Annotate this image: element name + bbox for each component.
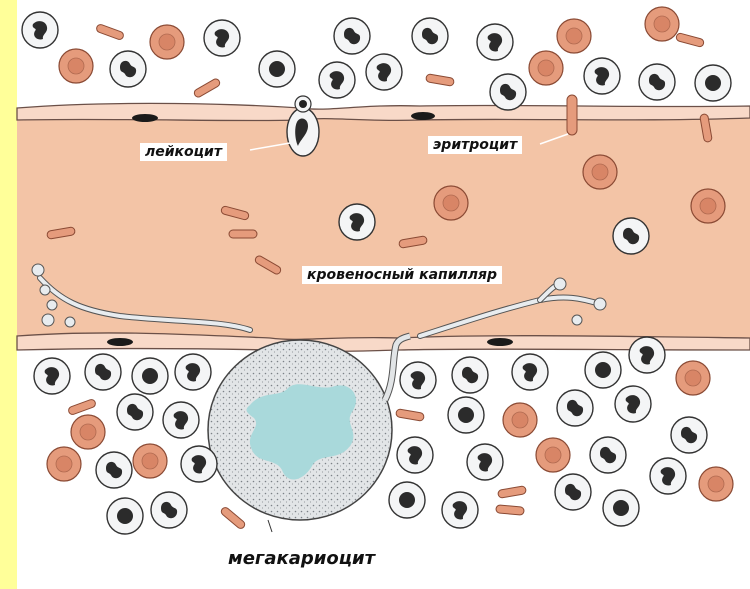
erythrocyte-cell	[691, 189, 725, 223]
leukocyte-cell	[613, 218, 649, 254]
endothelial-nucleus	[107, 338, 133, 346]
capillary-label: кровеносный капилляр	[302, 266, 502, 284]
endothelial-nucleus	[487, 338, 513, 346]
endothelial-nucleus	[411, 112, 435, 120]
endothelial-nucleus	[132, 114, 158, 122]
leukocyte-label: лейкоцит	[140, 143, 227, 161]
erythrocyte-cell	[583, 155, 617, 189]
leukocyte-cell	[339, 204, 375, 240]
erythrocyte-label: эритроцит	[428, 136, 522, 154]
vessel-wall-upper	[17, 103, 750, 120]
megakaryocyte-label: мегакариоцит	[228, 550, 375, 568]
erythrocyte-cell	[434, 186, 468, 220]
erythrocyte-side	[229, 230, 257, 238]
migrating-erythrocyte	[567, 95, 577, 135]
